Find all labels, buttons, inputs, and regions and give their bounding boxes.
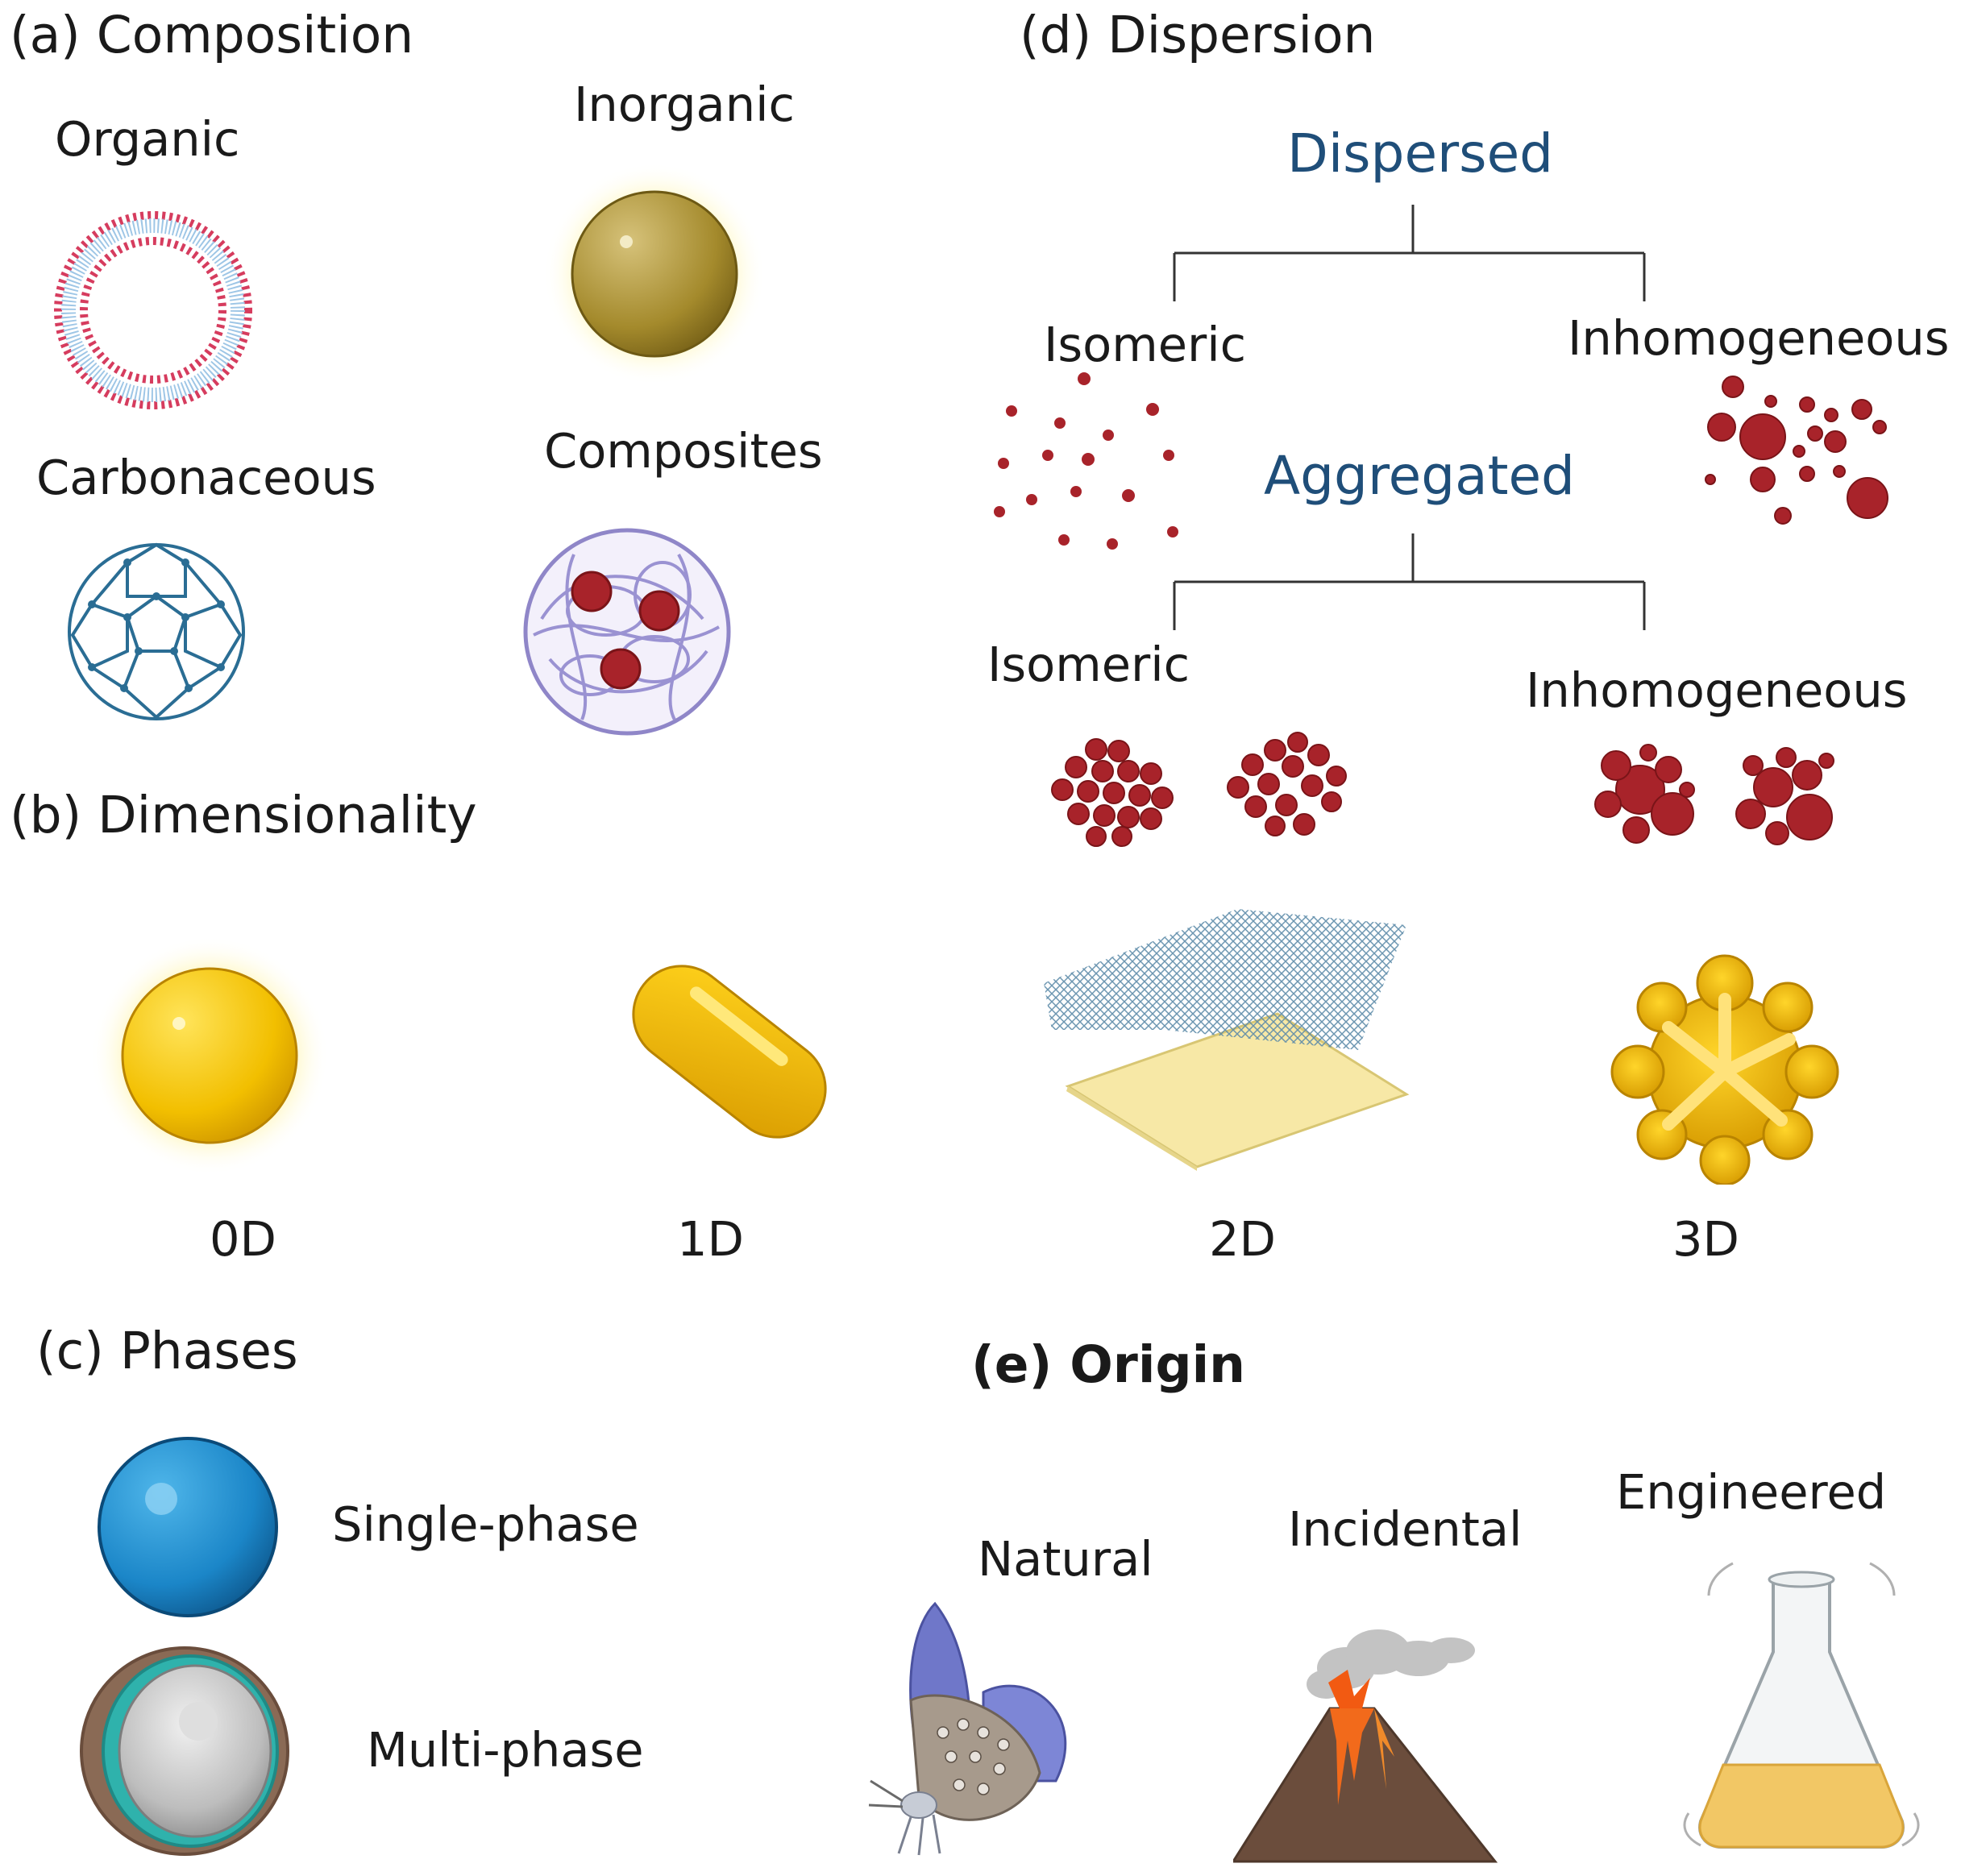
dispersion-title: (d) Dispersion [1020,6,1376,64]
fullerene-icon [68,542,245,720]
dispersed-heading: Dispersed [1287,122,1554,185]
label-2d: 2D [1209,1211,1276,1267]
volcano-icon [1233,1629,1498,1863]
rod-1d-icon [632,965,827,1139]
dispersed-inhomogeneous-particles-icon [1705,376,1888,525]
sphere-0d-icon [90,936,329,1175]
aggregated-isomeric-cluster-icon-2 [1227,732,1347,836]
aggregated-inhomogeneous-cluster-icon-2 [1735,747,1834,845]
dimensionality-title: (b) Dimensionality [10,786,477,845]
incidental-label: Incidental [1288,1501,1523,1557]
multi-phase-label: Multi-phase [367,1722,644,1778]
liposome-icon [54,211,252,409]
composite-particle-icon [523,528,731,736]
aggregated-inhomogeneous-cluster-icon [1594,744,1695,844]
sheet-2d-icon [1044,909,1410,1171]
aggregated-inhomogeneous-label: Inhomogeneous [1526,662,1908,718]
phases-title: (c) Phases [36,1322,298,1380]
organic-label: Organic [55,111,240,167]
engineered-label: Engineered [1616,1464,1887,1520]
dispersed-tree-connector [1173,205,1646,301]
single-phase-sphere-icon [98,1437,278,1617]
single-phase-label: Single-phase [332,1496,639,1552]
dispersed-isomeric-particles-icon [994,372,1178,550]
carbonaceous-label: Carbonaceous [36,450,376,505]
label-1d: 1D [677,1211,744,1267]
aggregated-tree-connector [1173,533,1646,630]
star-3d-icon [1610,954,1839,1185]
multi-phase-sphere-icon [80,1646,289,1856]
composites-label: Composites [544,423,823,479]
natural-label: Natural [978,1531,1153,1587]
composition-title: (a) Composition [10,6,414,64]
inorganic-label: Inorganic [574,77,795,132]
label-0d: 0D [210,1211,276,1267]
origin-title: (e) Origin [971,1335,1246,1394]
butterfly-icon [868,1601,1067,1856]
aggregated-heading: Aggregated [1264,445,1575,507]
dispersed-isomeric-label: Isomeric [1044,317,1247,372]
aggregated-isomeric-cluster-icon [1051,738,1174,847]
label-3d: 3D [1672,1211,1739,1267]
dispersed-inhomogeneous-label: Inhomogeneous [1568,310,1950,366]
gold-nanoparticle-icon [543,163,766,385]
flask-icon [1683,1562,1920,1849]
aggregated-isomeric-label: Isomeric [987,637,1190,692]
